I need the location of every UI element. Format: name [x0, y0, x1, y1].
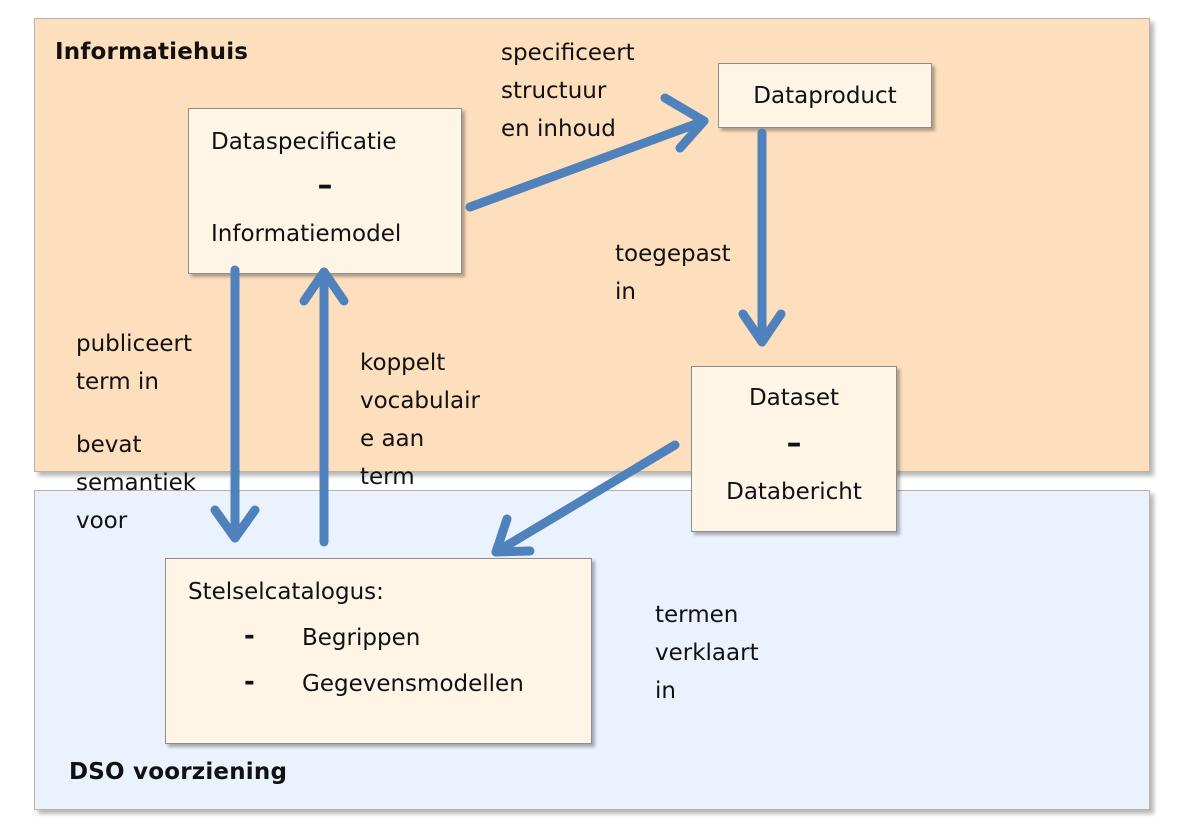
begrippen-item: Begrippen: [302, 625, 421, 651]
informatiemodel-label: Informatiemodel: [211, 221, 402, 247]
termen-label: termen verklaart in: [655, 602, 759, 704]
arrow-publiceert: [210, 265, 260, 543]
arrow-toegepast: [738, 128, 786, 347]
dataset-dash: –: [786, 426, 802, 461]
stelselcatalogus-box[interactable]: Stelselcatalogus: - Begrippen - Gegevens…: [165, 558, 592, 744]
dso-voorziening-title: DSO voorziening: [69, 759, 288, 785]
arrow-koppelt: [299, 267, 349, 547]
arrow-specificeert: [465, 93, 709, 212]
dataspecificatie-label: Dataspecificatie: [211, 129, 397, 155]
dataspecificatie-dash: –: [317, 168, 333, 203]
bevat-label: bevat semantiek voor: [76, 432, 197, 534]
toegepast-label: toegepast in: [615, 241, 731, 305]
dataset-label: Dataset: [748, 385, 840, 411]
bullet-dash: -: [244, 621, 255, 651]
informatiehuis-title: Informatiehuis: [55, 39, 249, 65]
dataproduct-label: Dataproduct: [753, 82, 897, 109]
koppelt-label: koppelt vocabulair e aan term: [360, 350, 480, 490]
stelselcatalogus-title: Stelselcatalogus:: [188, 579, 384, 605]
specificeert-label: specificeert structuur en inhoud: [501, 40, 635, 142]
gegevensmodellen-item: Gegevensmodellen: [302, 671, 524, 697]
dataset-box[interactable]: Dataset – Databericht: [691, 366, 897, 532]
bullet-dash: -: [244, 667, 255, 697]
dataspecificatie-box[interactable]: Dataspecificatie – Informatiemodel: [188, 108, 462, 274]
dataproduct-box[interactable]: Dataproduct: [718, 63, 932, 128]
publiceert-label: publiceert term in: [76, 331, 192, 395]
arrow-termen: [491, 440, 680, 557]
databericht-label: Databericht: [726, 479, 862, 505]
